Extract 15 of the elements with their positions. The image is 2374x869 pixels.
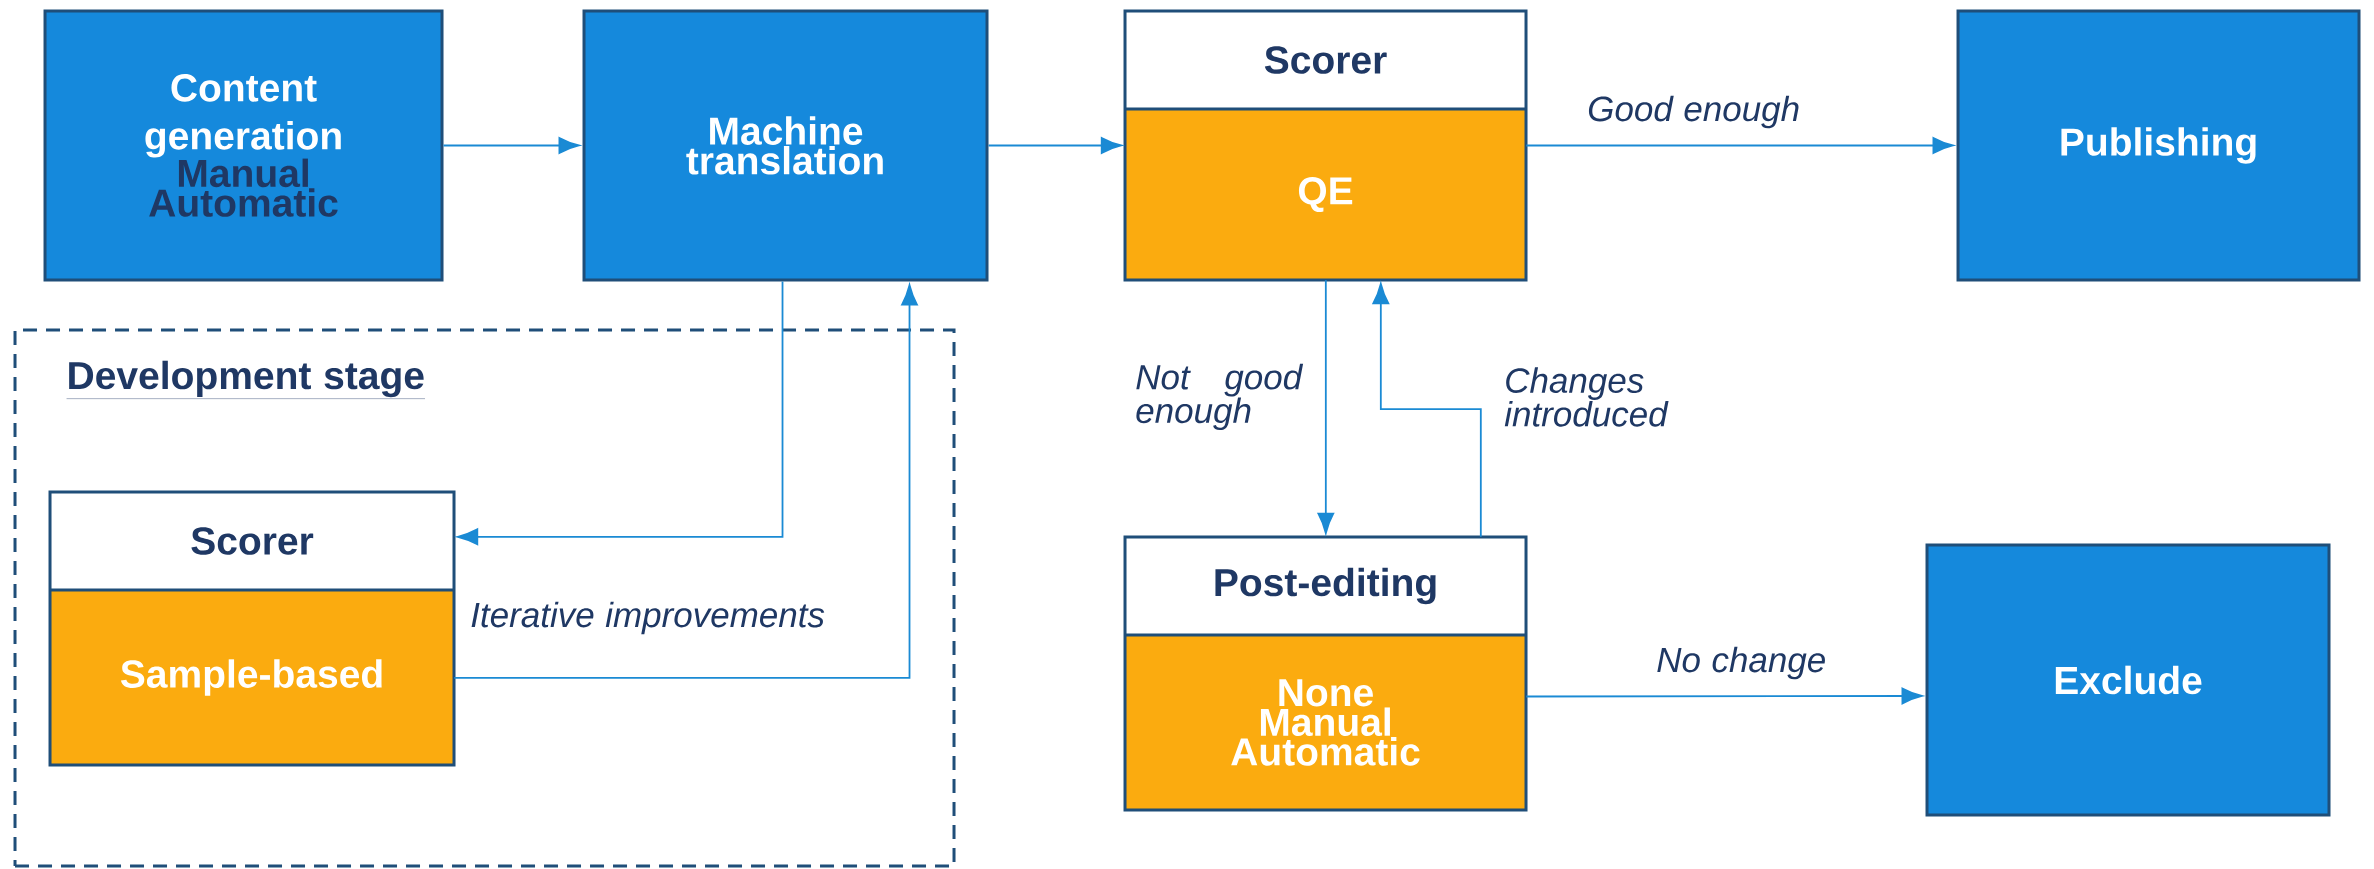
process-box: Content generation Manual Automatic bbox=[43, 9, 444, 282]
edge-label: Good enough bbox=[1588, 95, 1799, 129]
process-box: Machine translation bbox=[582, 9, 989, 282]
arrow bbox=[1372, 283, 1482, 538]
arrow bbox=[1317, 279, 1335, 534]
scorer-box: Scorer Sample-based bbox=[48, 490, 456, 767]
process-box: Publishing bbox=[1956, 9, 2361, 282]
arrow bbox=[1525, 687, 1923, 705]
edge-label: Changes introduced bbox=[1504, 367, 1669, 427]
stage-title: Development stage bbox=[66, 360, 426, 399]
edge-label: Not good enough bbox=[1136, 363, 1304, 431]
scorer-box: Post-editing None Manual Automatic bbox=[1123, 535, 1528, 812]
edge-label: No change bbox=[1657, 646, 1825, 680]
process-box: Exclude bbox=[1925, 543, 2331, 817]
scorer-box: Scorer QE bbox=[1123, 9, 1528, 282]
